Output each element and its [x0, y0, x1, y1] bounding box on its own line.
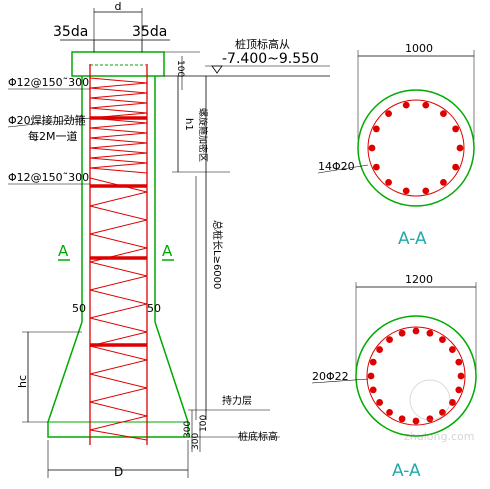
- rebar-dot: [426, 415, 434, 423]
- dim-50-right: 50: [147, 302, 161, 315]
- dim-300b-label: 300: [191, 433, 201, 450]
- pile-top-elevation-title: 桩顶标高从: [235, 37, 290, 51]
- anchor-right-label: 35da: [132, 24, 167, 40]
- rebar-dot: [386, 409, 393, 416]
- dim-h1-label: h1: [183, 118, 194, 131]
- rebar-dot: [412, 327, 420, 335]
- rebar-dot: [369, 358, 377, 366]
- total-length-label: 总桩长L≥6000: [211, 220, 224, 289]
- dim-d-label: d: [115, 0, 122, 13]
- dim-D-label: D: [114, 465, 123, 479]
- dim-300a-label: 300: [183, 421, 193, 438]
- section-upper-spiral: [367, 99, 465, 197]
- section-lower-width: 1200: [405, 273, 433, 286]
- rebar-dot: [422, 187, 430, 195]
- section-upper-outline: [357, 89, 475, 207]
- rebar-dot: [368, 144, 376, 152]
- dim-100b-label: 100: [199, 415, 209, 432]
- rebar-dot: [426, 329, 434, 337]
- rebar-dot: [455, 386, 463, 394]
- watermark-logo-icon: [409, 379, 451, 421]
- rebar-dot: [398, 415, 406, 423]
- dim-hc-label: hc: [16, 375, 29, 388]
- elevation-triangle-icon: [211, 65, 223, 74]
- rebar-dot: [449, 399, 456, 406]
- pile-cap-outline: [71, 51, 165, 77]
- rebar-dot: [440, 110, 447, 117]
- dim-100-label: 100: [175, 60, 185, 77]
- section-mark-right: A: [162, 242, 173, 260]
- dim-50-left: 50: [72, 302, 86, 315]
- section-upper: 1000 14Φ20 A-A: [317, 42, 475, 249]
- rebar-dot: [412, 417, 420, 425]
- section-upper-title: A-A: [398, 229, 427, 249]
- rebar-dot: [402, 187, 410, 195]
- rebar-dot: [398, 329, 406, 337]
- rebar-dot: [376, 399, 383, 406]
- rebar-dot: [385, 110, 392, 117]
- rebar-dot: [376, 346, 383, 353]
- pile-top-elevation-range: -7.400~9.550: [222, 51, 319, 67]
- section-lower-title: A-A: [392, 461, 421, 481]
- rebar-dot: [372, 163, 380, 171]
- rebar-dot: [440, 179, 447, 186]
- bell-outline: [47, 321, 189, 438]
- rebar-dot: [439, 409, 446, 416]
- stiffener-label: Φ20焊接加劲箍: [8, 113, 86, 127]
- section-lower-outline: [355, 315, 477, 437]
- section-lower-bars: [367, 327, 465, 425]
- section-upper-bars-label: 14Φ20: [318, 160, 355, 173]
- rebar-dot: [449, 346, 456, 353]
- rebar-dot: [372, 125, 380, 133]
- watermark: zhulong.com: [404, 379, 474, 443]
- bearing-layer-label: 持力层: [222, 394, 252, 407]
- pile-bottom-elevation-label: 桩底标高: [238, 430, 278, 443]
- h1-note-label: 螺旋箍加密区: [197, 108, 209, 162]
- rebar-dot: [457, 372, 465, 380]
- rebar-dot: [439, 336, 446, 343]
- section-lower-bars-label: 20Φ22: [312, 370, 349, 383]
- section-lower-spiral: [366, 326, 466, 426]
- section-upper-width: 1000: [405, 42, 433, 55]
- rebar-dot: [456, 144, 464, 152]
- rebar-dot: [367, 372, 375, 380]
- rebar-dot: [385, 179, 392, 186]
- rebar-mid-label: Φ12@150˜300: [8, 171, 89, 184]
- watermark-text: zhulong.com: [404, 430, 474, 443]
- spiral-stirrup-dense: [89, 77, 148, 174]
- rebar-dot: [369, 386, 377, 394]
- stiffener-spacing-label: 每2M一道: [28, 129, 78, 143]
- section-mark-left: A: [58, 242, 69, 260]
- rebar-dot: [422, 101, 430, 109]
- section-upper-bars: [368, 101, 464, 195]
- spiral-stirrup-normal: [89, 177, 148, 441]
- anchor-left-label: 35da: [53, 24, 88, 40]
- rebar-dot: [452, 125, 460, 133]
- rebar-dot: [386, 336, 393, 343]
- rebar-top-label: Φ12@150˜300: [8, 76, 89, 89]
- rebar-dot: [452, 163, 460, 171]
- rebar-dot: [402, 101, 410, 109]
- stiffening-hoops: [90, 116, 147, 347]
- section-lower: 1200 20Φ22 A-A: [311, 273, 477, 481]
- pile-elevation: d 35da 35da 桩顶标高从 -7.400~9.550 100 h1 螺旋…: [7, 0, 330, 479]
- rebar-dot: [455, 358, 463, 366]
